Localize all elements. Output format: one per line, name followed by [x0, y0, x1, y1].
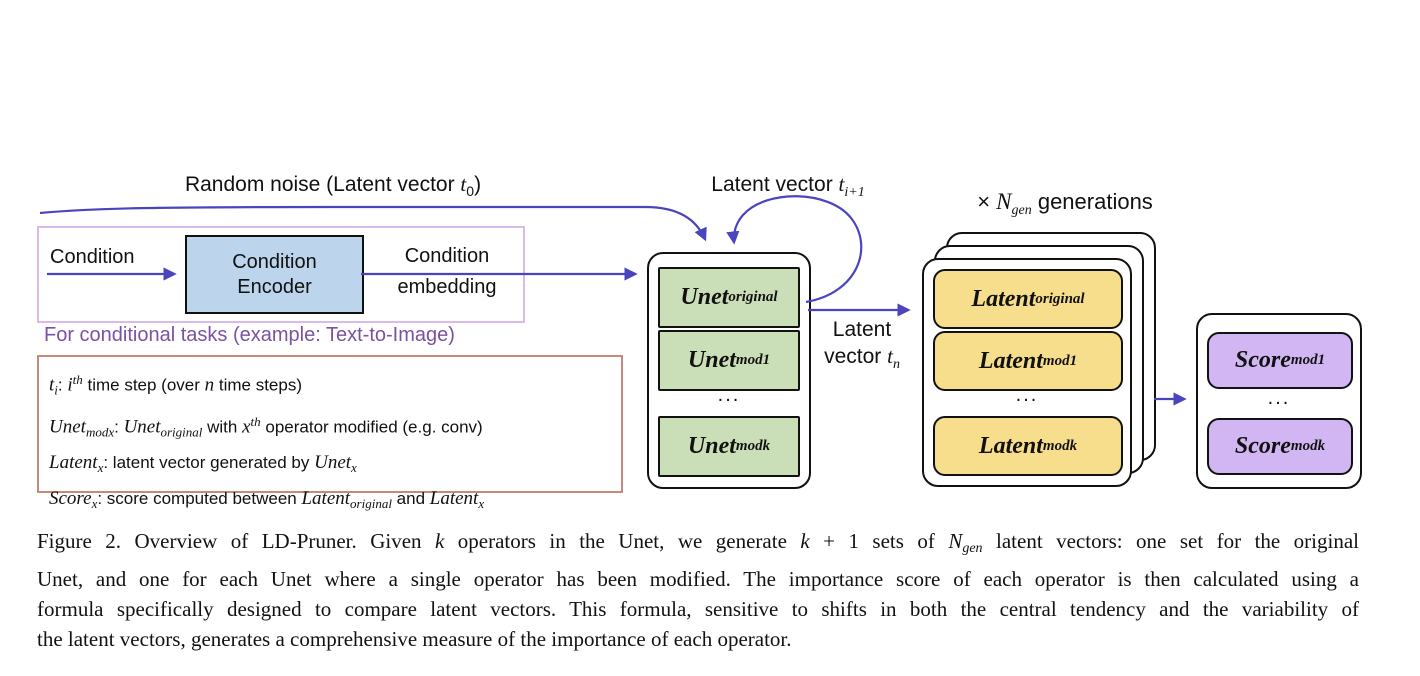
- encoder-label-line1: Condition: [232, 250, 317, 273]
- unet-ellipsis: ...: [717, 384, 741, 406]
- condition-embedding-label: Condition embedding: [382, 243, 512, 300]
- random-noise-sub: 0: [466, 183, 475, 199]
- legend-box: ti: ith time step (over n time steps) Un…: [37, 355, 623, 511]
- latent-next-var: t: [838, 172, 845, 196]
- caption-line-4: the latent vectors, generates a comprehe…: [37, 627, 792, 651]
- legend-line-4: Scorex: score computed between Latentori…: [49, 488, 485, 512]
- random-noise-text: Random noise (Latent vector: [184, 173, 461, 196]
- embedding-line1: Condition: [404, 245, 490, 267]
- latent-next-text: Latent vector: [711, 173, 839, 196]
- latent-tn-label: Latent vector tn: [824, 318, 900, 372]
- score-ellipsis: ...: [1267, 387, 1291, 409]
- caption-line-2: Unet, and one for each Unet where a sing…: [37, 567, 1359, 591]
- ngen-text: generations: [1031, 189, 1153, 214]
- times-symbol: ×: [977, 189, 997, 214]
- random-noise-label: Random noise (Latent vector t0): [150, 171, 516, 204]
- random-noise-close: ): [474, 173, 482, 196]
- ngen-var: N: [996, 189, 1012, 214]
- legend-line-2: Unetmodx: Unetoriginal with xth operator…: [49, 413, 483, 440]
- caption-line-3: formula specifically designed to compare…: [37, 597, 1359, 621]
- condition-input-label: Condition: [50, 246, 135, 268]
- conditional-tasks-note: For conditional tasks (example: Text-to-…: [44, 324, 455, 346]
- legend-line-1: ti: ith time step (over n time steps): [49, 372, 302, 398]
- condition-encoder-box: Condition Encoder: [185, 235, 364, 314]
- latent-ellipsis: ...: [1015, 384, 1039, 406]
- latent-next-sub: i+1: [844, 185, 865, 200]
- latent-next-label: Latent vector ti+1: [688, 171, 888, 206]
- figure-caption: Figure 2. Overview of LD-Pruner. Given k…: [37, 526, 1359, 654]
- legend-line-3: Latentx: latent vector generated by Unet…: [49, 452, 357, 476]
- encoder-label-line2: Encoder: [237, 275, 312, 298]
- embedding-line2: embedding: [397, 276, 497, 298]
- ngen-label: × Ngen generations: [950, 189, 1180, 224]
- random-noise-var: t: [460, 172, 467, 196]
- ngen-sub: gen: [1011, 203, 1032, 218]
- caption-line-1: Figure 2. Overview of LD-Pruner. Given k…: [37, 529, 1360, 556]
